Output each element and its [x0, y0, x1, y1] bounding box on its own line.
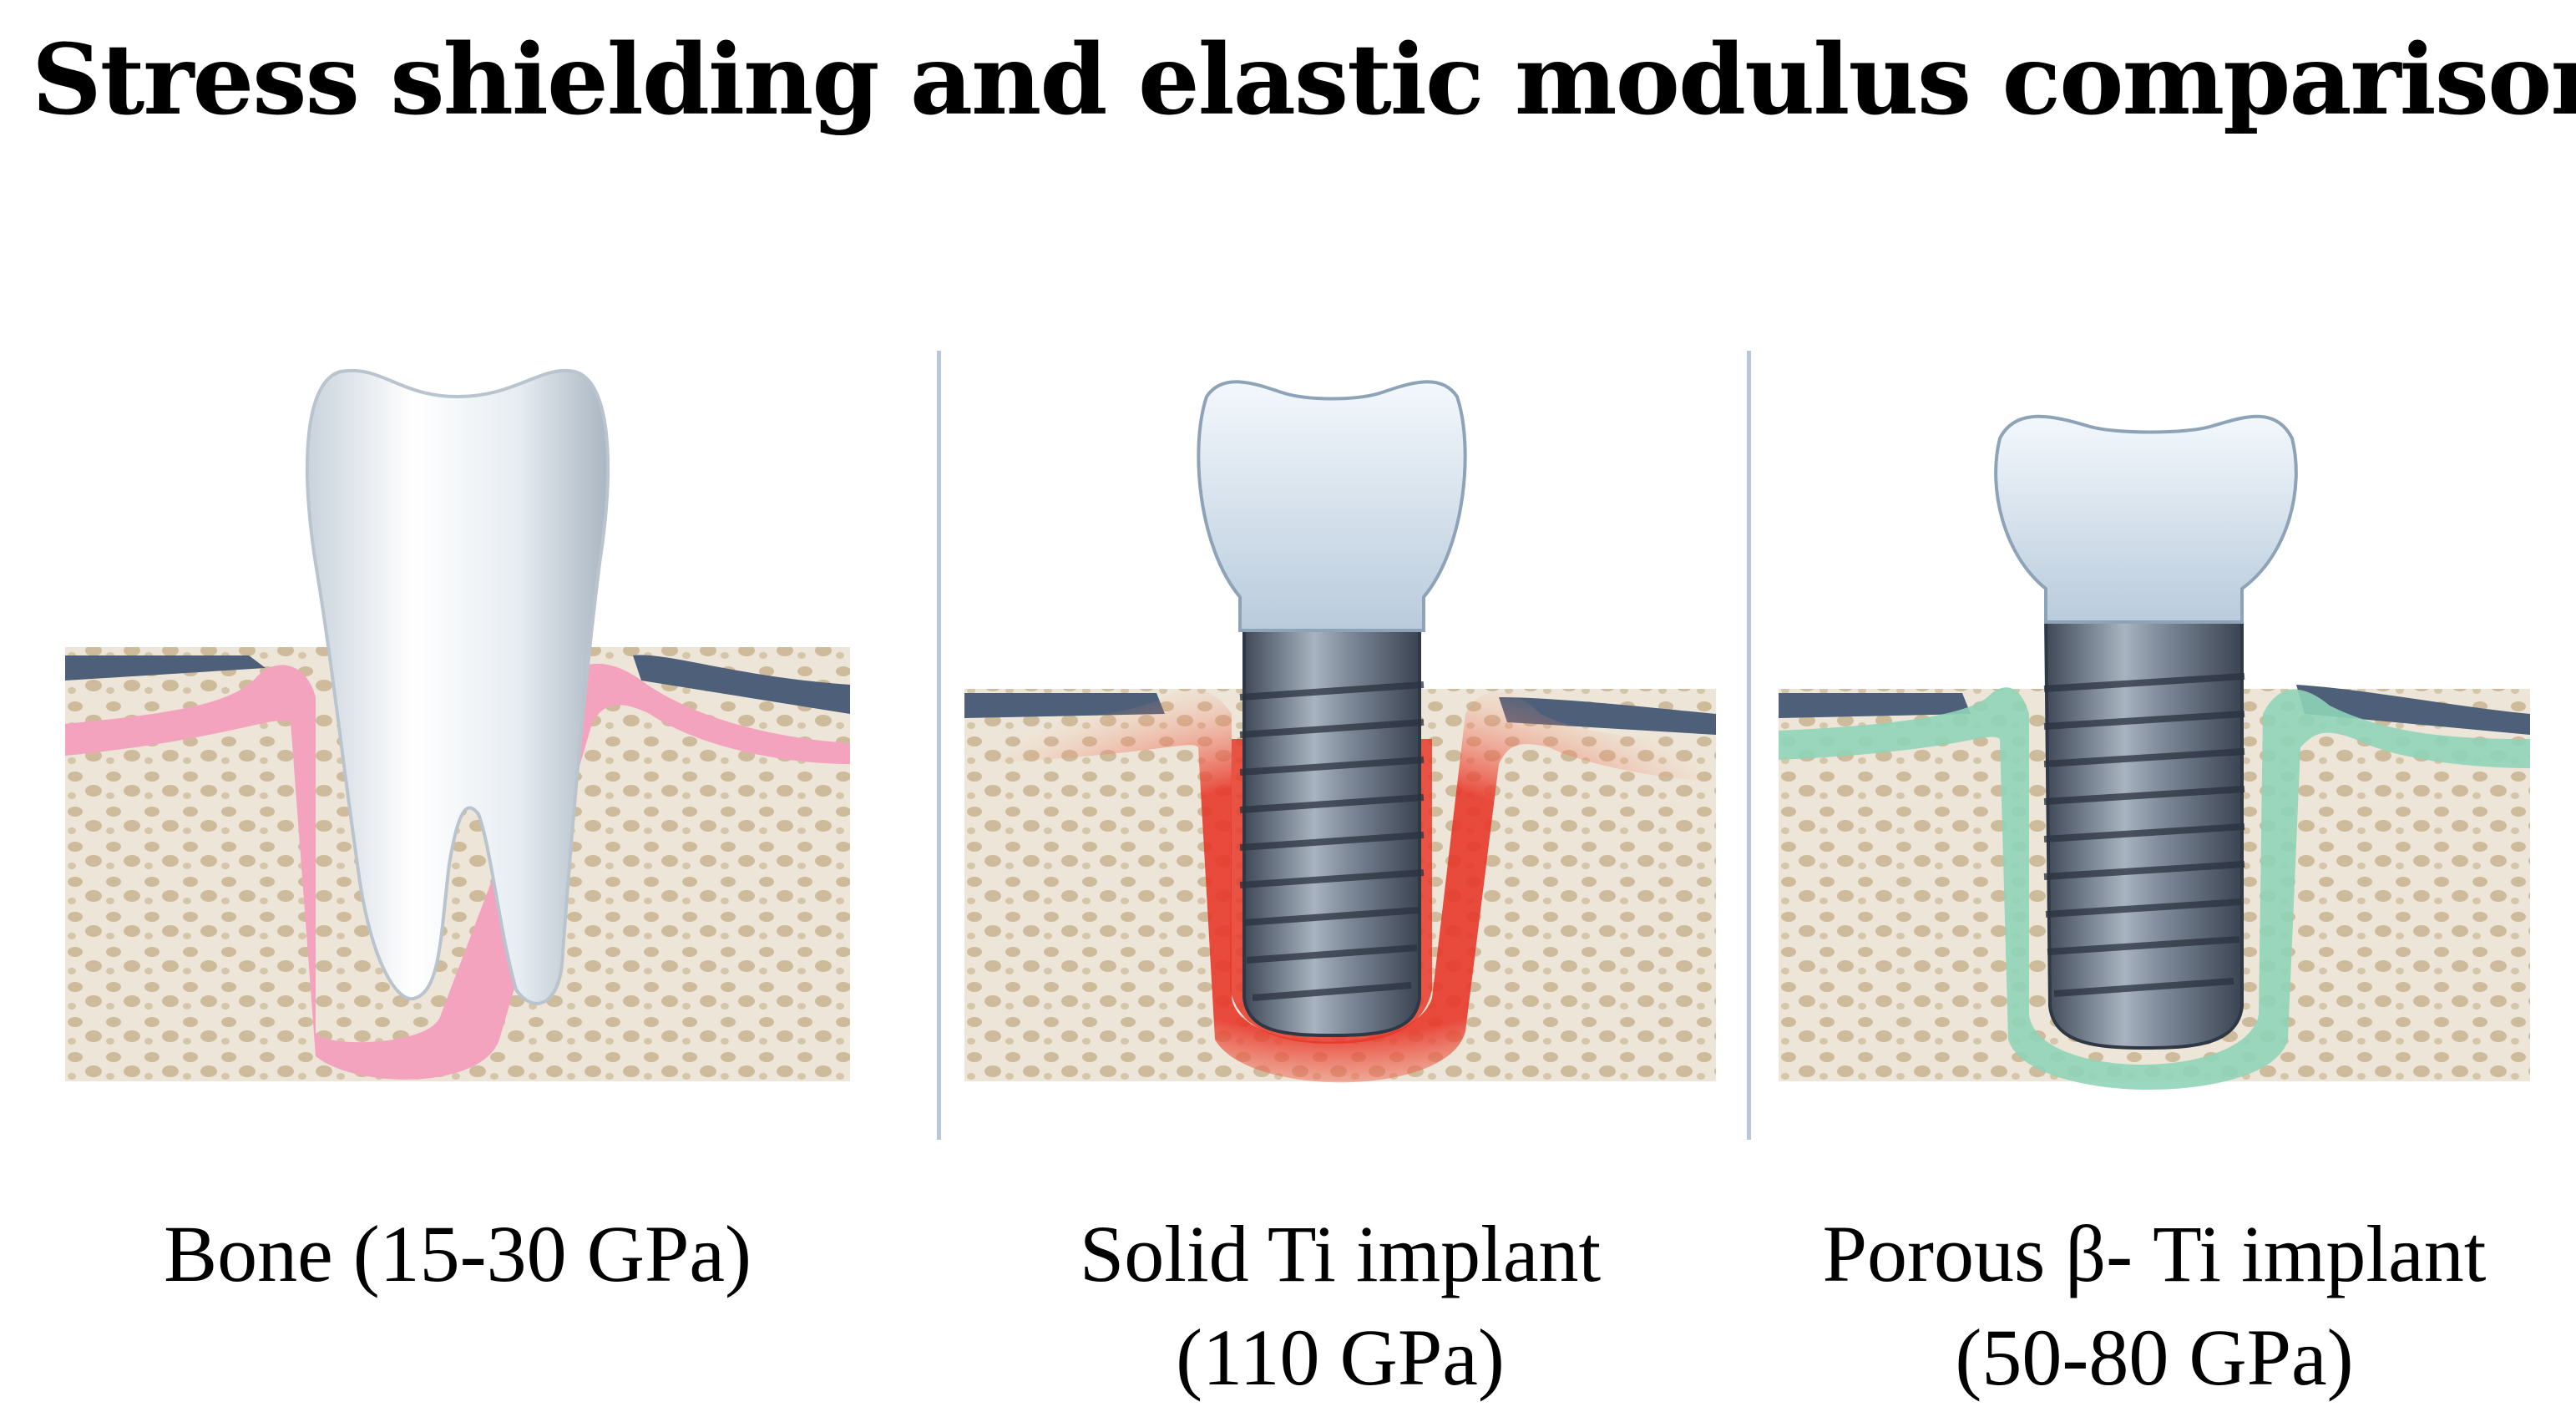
implant-crown [1198, 382, 1465, 630]
caption-bone: Bone (15-30 GPa) [65, 1202, 850, 1306]
caption-porous-ti: Porous β- Ti implant (50-80 GPa) [1779, 1202, 2530, 1409]
page-title: Stress shielding and elastic modulus com… [32, 23, 2576, 137]
natural-tooth-illustration [65, 347, 850, 1140]
solid-implant-illustration [964, 347, 1716, 1140]
implant-crown [1996, 417, 2296, 622]
caption-line: (110 GPa) [964, 1306, 1716, 1409]
gum-cap-left [1779, 693, 1971, 718]
panel-porous-ti-implant [1779, 347, 2530, 1140]
panel-divider-2 [1747, 351, 1751, 1140]
caption-line: Porous β- Ti implant [1779, 1202, 2530, 1306]
caption-line: Bone (15-30 GPa) [65, 1202, 850, 1306]
panel-natural-tooth [65, 347, 850, 1140]
caption-line: (50-80 GPa) [1779, 1306, 2530, 1409]
caption-line: Solid Ti implant [964, 1202, 1716, 1306]
panel-solid-ti-implant [964, 347, 1716, 1140]
porous-implant-illustration [1779, 347, 2530, 1140]
caption-solid-ti: Solid Ti implant (110 GPa) [964, 1202, 1716, 1409]
panel-divider-1 [937, 351, 941, 1140]
